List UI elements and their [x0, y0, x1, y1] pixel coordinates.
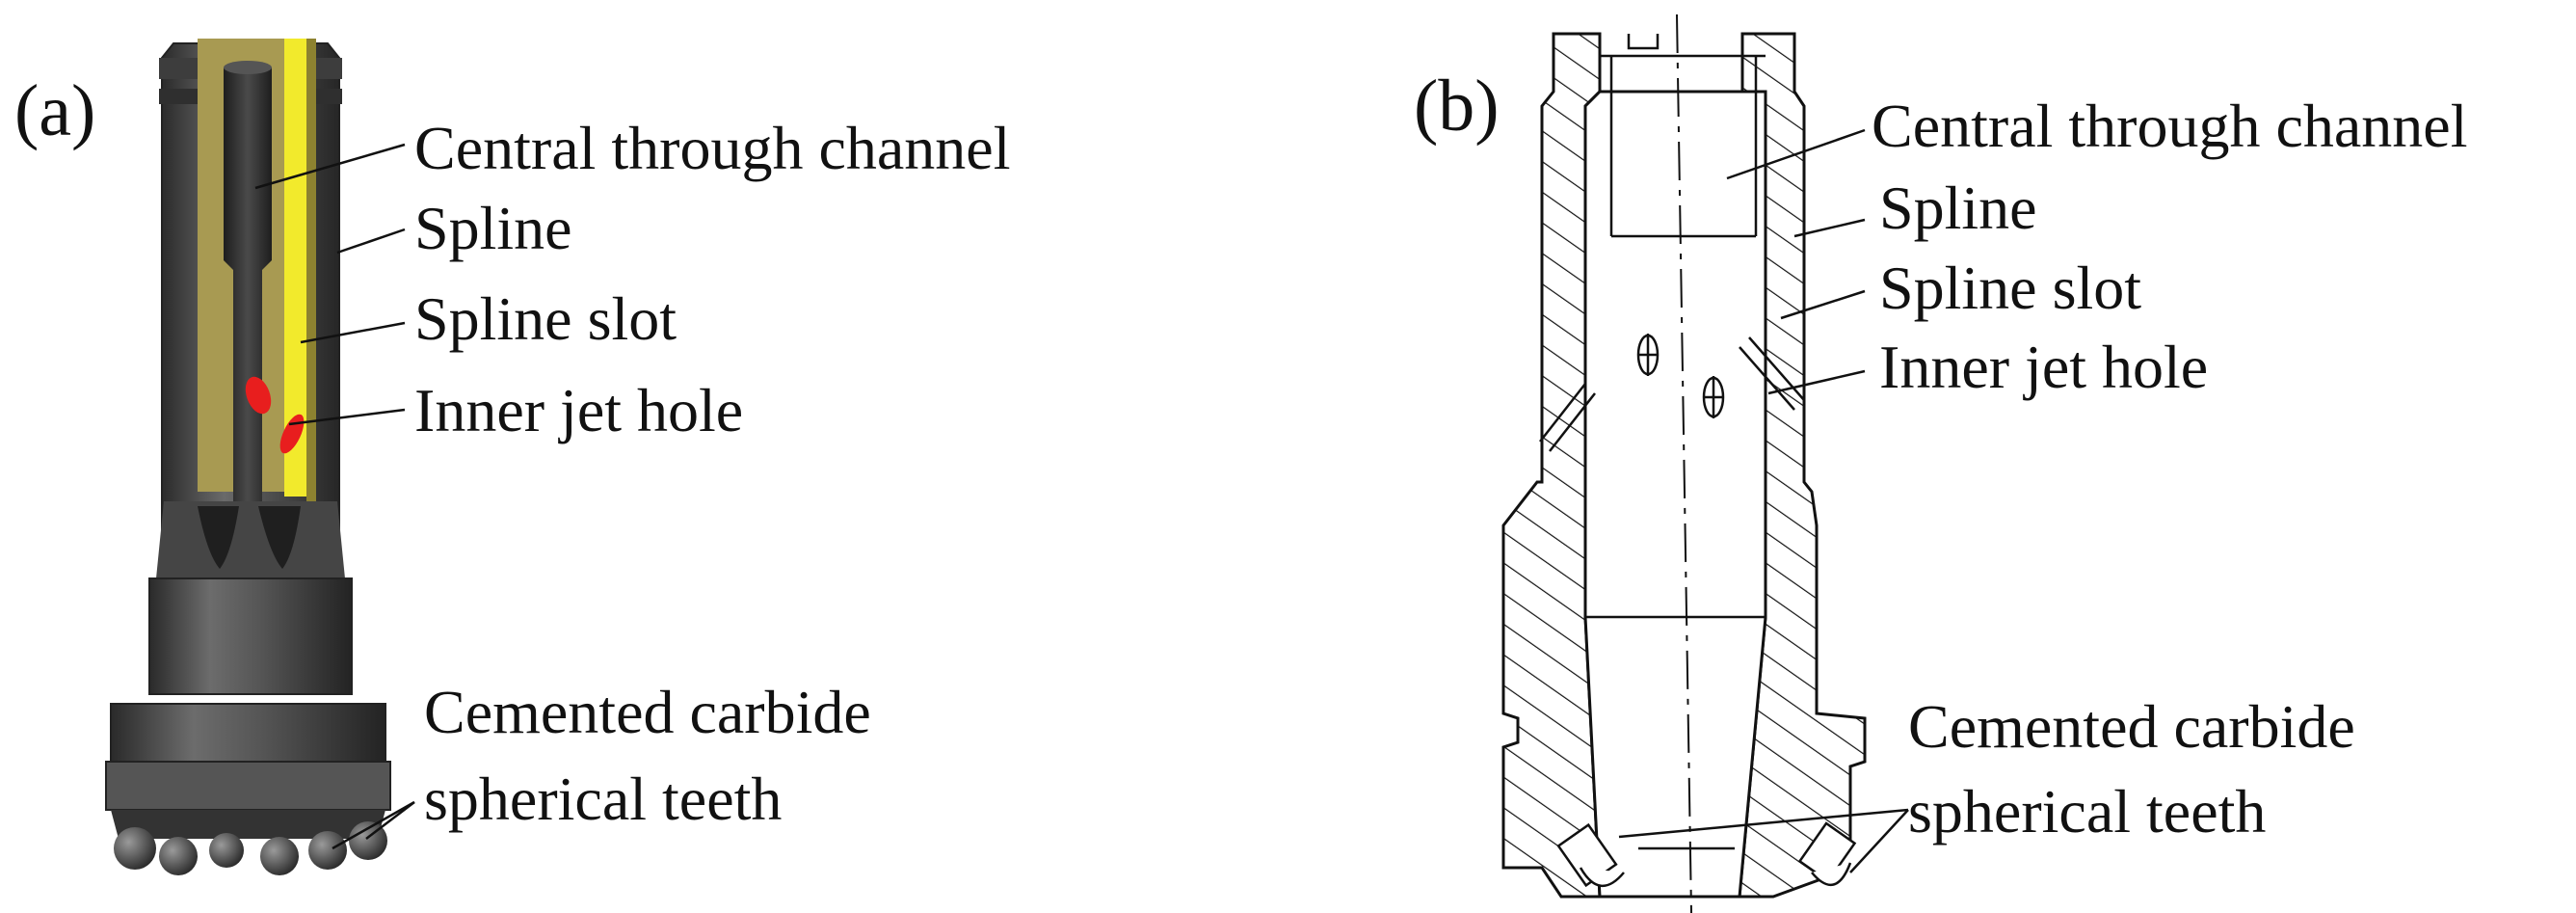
label-a-inner-jet-hole: Inner jet hole: [414, 376, 743, 444]
centerline: [1676, 13, 1692, 913]
label-a-teeth-line2: spherical teeth: [424, 765, 782, 833]
central-bore: [1583, 90, 1767, 899]
label-a-teeth-line1: Cemented carbide: [424, 678, 871, 746]
label-b-spline: Spline: [1879, 174, 2037, 242]
panel-b-label: (b): [1414, 66, 1500, 147]
cross-section-drill-bit: [1501, 13, 1867, 913]
rendered-drill-bit: [105, 39, 391, 875]
label-b-spline-slot: Spline slot: [1879, 254, 2141, 322]
label-b-teeth-line2: spherical teeth: [1908, 777, 2266, 846]
panel-a: (a): [14, 39, 1010, 875]
label-b-teeth-line1: Cemented carbide: [1908, 692, 2355, 761]
jet-holes: [1539, 334, 1805, 452]
panel-b: (b): [1414, 13, 2467, 913]
label-b-inner-jet-hole: Inner jet hole: [1879, 333, 2208, 401]
inner-jet-hole: [245, 376, 272, 415]
spline-face: [284, 39, 306, 497]
label-b-central-channel: Central through channel: [1872, 92, 2467, 160]
panel-a-label: (a): [14, 70, 95, 151]
label-a-central-channel: Central through channel: [414, 114, 1010, 182]
label-a-spline: Spline: [414, 194, 572, 262]
label-a-spline-slot: Spline slot: [414, 284, 677, 353]
carbide-teeth-section: [1556, 821, 1857, 888]
